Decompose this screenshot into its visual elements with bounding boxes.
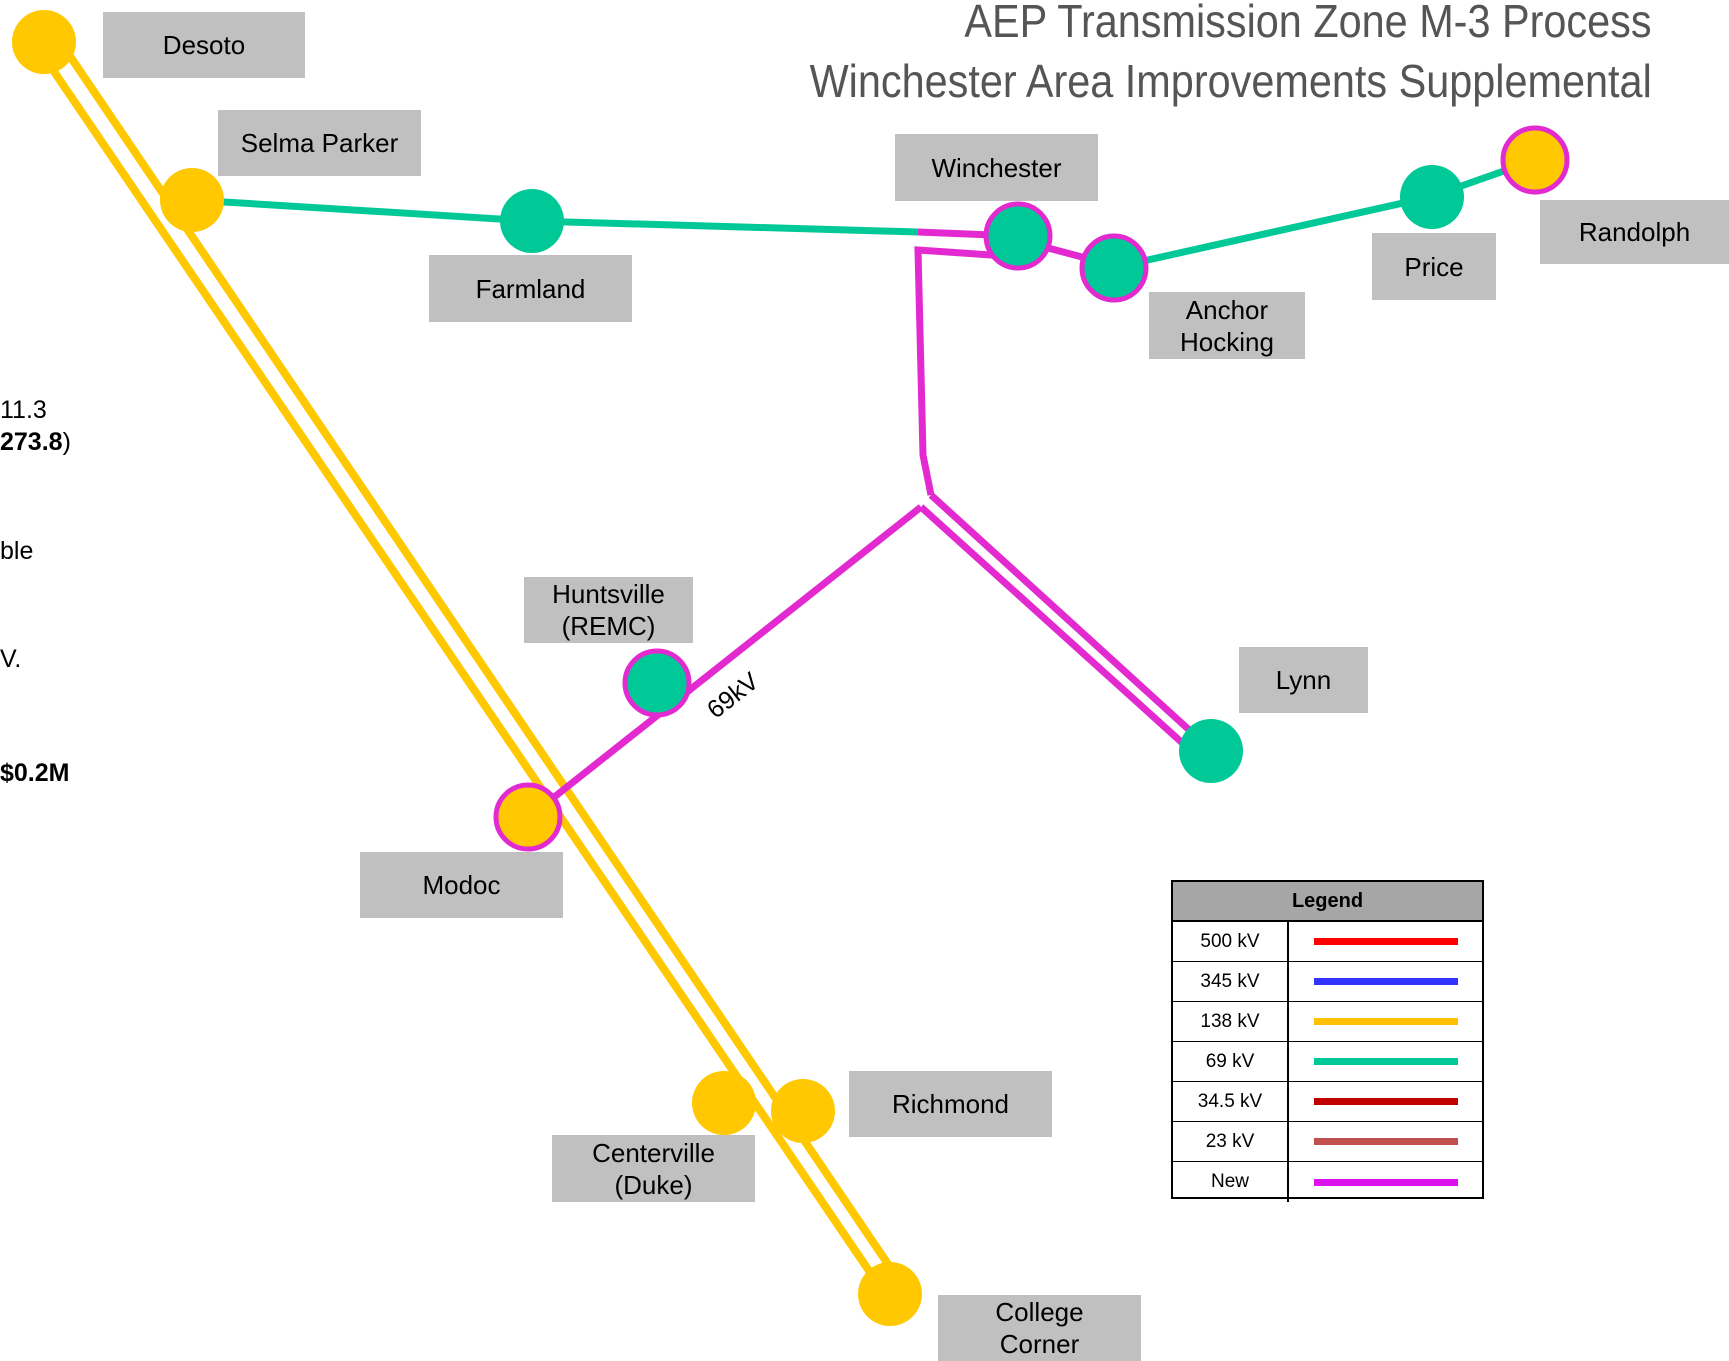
- legend-row-label: 34.5 kV: [1173, 1082, 1289, 1121]
- label-lynn: Lynn: [1239, 647, 1368, 713]
- bus-modoc: [493, 782, 563, 852]
- title-line-1: AEP Transmission Zone M-3 Process: [964, 0, 1652, 47]
- legend-swatch: [1313, 1138, 1458, 1145]
- side-text-2-value: 273.8: [0, 428, 63, 456]
- legend-swatch: [1313, 1098, 1458, 1105]
- label-huntsville: Huntsville (REMC): [524, 577, 693, 643]
- label-randolph: Randolph: [1540, 200, 1729, 264]
- bus-farmland: [500, 189, 564, 253]
- legend-row: 23 kV: [1173, 1122, 1482, 1162]
- line-new: [526, 228, 1212, 820]
- side-text-2-tail: ): [62, 428, 71, 456]
- side-text-1: 11.3: [0, 396, 47, 424]
- legend-title: Legend: [1173, 882, 1482, 922]
- bus-centerville: [692, 1071, 756, 1135]
- legend-row-label: 345 kV: [1173, 962, 1289, 1001]
- legend-row: 345 kV: [1173, 962, 1482, 1002]
- bus-selma-parker: [160, 168, 224, 232]
- bus-price: [1400, 165, 1464, 229]
- legend-swatch: [1313, 1058, 1458, 1065]
- bus-college-corner: [858, 1262, 922, 1326]
- legend-row-label: New: [1173, 1162, 1289, 1202]
- legend-row: 138 kV: [1173, 1002, 1482, 1042]
- bus-nodes: [12, 10, 1570, 1326]
- label-price: Price: [1372, 233, 1496, 300]
- label-anchor-hocking: Anchor Hocking: [1149, 292, 1305, 359]
- bus-anchor-hocking: [1079, 233, 1149, 303]
- legend-swatch: [1313, 978, 1458, 985]
- label-richmond: Richmond: [849, 1071, 1052, 1137]
- legend-swatch: [1313, 1018, 1458, 1025]
- label-winchester: Winchester: [895, 134, 1098, 201]
- legend-swatch: [1313, 938, 1458, 945]
- label-centerville: Centerville (Duke): [552, 1135, 755, 1202]
- bus-huntsville: [622, 648, 692, 718]
- legend-row: New: [1173, 1162, 1482, 1202]
- legend-table: Legend 500 kV 345 kV 138 kV 69 kV 34.5 k…: [1171, 880, 1484, 1202]
- legend-row: 34.5 kV: [1173, 1082, 1482, 1122]
- title-line-2: Winchester Area Improvements Supplementa…: [809, 55, 1652, 107]
- side-text-5: $0.2M: [0, 759, 70, 787]
- label-modoc: Modoc: [360, 852, 563, 918]
- legend-swatch: [1313, 1178, 1458, 1186]
- bus-desoto: [12, 10, 76, 74]
- label-selma-parker: Selma Parker: [218, 110, 421, 176]
- label-desoto: Desoto: [103, 12, 305, 78]
- legend-row-label: 500 kV: [1173, 922, 1289, 961]
- bus-lynn: [1179, 719, 1243, 783]
- bus-randolph: [1500, 125, 1570, 195]
- label-college-corner: College Corner: [938, 1295, 1141, 1361]
- side-text-4: V.: [0, 645, 22, 673]
- label-farmland: Farmland: [429, 255, 632, 322]
- line-69kv: [191, 156, 1537, 272]
- legend-row-label: 23 kV: [1173, 1122, 1289, 1161]
- bus-richmond: [771, 1079, 835, 1143]
- legend-row: 500 kV: [1173, 922, 1482, 962]
- bus-winchester: [983, 201, 1053, 271]
- legend-row: 69 kV: [1173, 1042, 1482, 1082]
- side-text-3: ble: [0, 537, 34, 565]
- side-text-2: 273.8): [0, 428, 71, 457]
- legend-row-label: 69 kV: [1173, 1042, 1289, 1081]
- legend-row-label: 138 kV: [1173, 1002, 1289, 1041]
